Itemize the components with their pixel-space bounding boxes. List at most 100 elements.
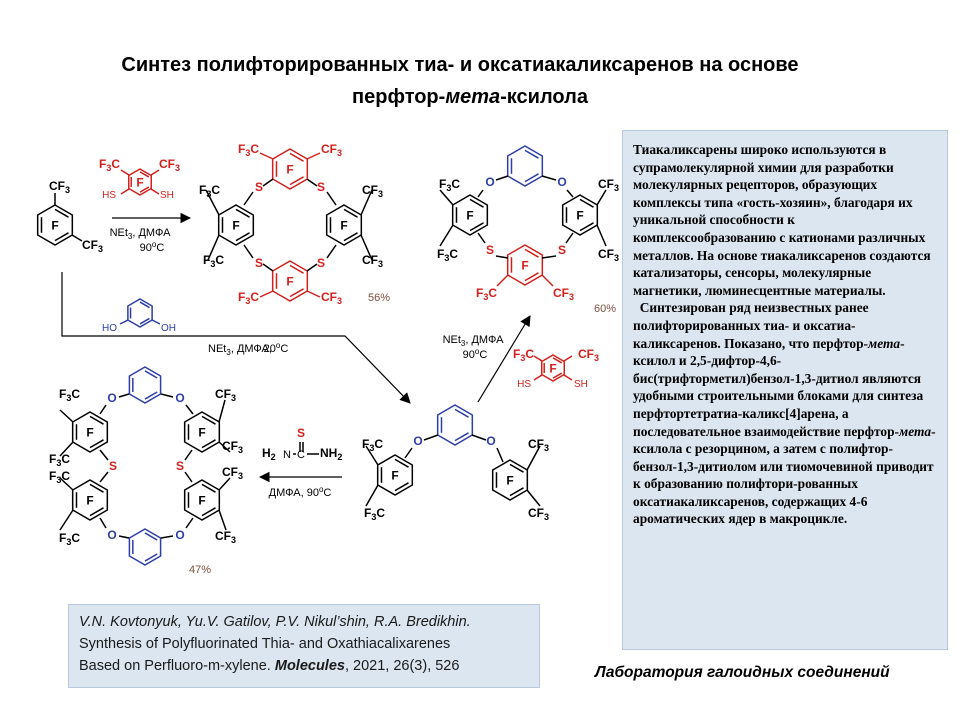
bond <box>541 175 557 181</box>
yield-47: 47% <box>189 564 211 576</box>
bond <box>541 255 557 259</box>
bond <box>259 290 274 298</box>
bond <box>306 152 321 160</box>
aromatic-double-bond <box>235 232 250 242</box>
title-line-1: Синтез полифторированных тиа- и оксатиак… <box>121 54 799 76</box>
ring-fluorine-label: F <box>521 259 528 273</box>
title-suffix: -ксилола <box>500 86 588 108</box>
sulfur-atom: S <box>317 256 325 270</box>
reference-source-a: Based on Perfluoro-m-xylene. <box>79 658 271 674</box>
ring-fluorine-label: F <box>86 494 93 508</box>
title-italic: мета <box>445 86 501 108</box>
aromatic-double-bond <box>139 171 150 178</box>
cf3-group: CF3 <box>222 465 243 481</box>
bond <box>563 355 573 362</box>
aromatic-double-bond <box>201 483 216 493</box>
benzene-ring <box>128 528 162 566</box>
aromatic-double-bond <box>394 458 409 468</box>
title-line-2: перфтор-мета-ксилола <box>170 82 770 112</box>
ring-fluorine-label: F <box>466 209 473 223</box>
f3c-group: F3C <box>439 177 460 193</box>
bond <box>120 188 130 195</box>
desc-part-c: -ксилола с резорцином, а затем с полифто… <box>633 423 936 527</box>
bond <box>533 355 543 362</box>
aromatic-double-bond <box>343 208 358 218</box>
bond <box>71 234 83 242</box>
cf3-group: CF3 <box>321 290 342 306</box>
ring-fluorine-label: F <box>86 426 93 440</box>
cf3-group: CF3 <box>528 506 549 522</box>
ring-fluorine-label: F <box>549 362 556 376</box>
cf3-group: CF3 <box>49 179 70 195</box>
aromatic-double-bond <box>509 463 524 473</box>
bond <box>185 517 194 529</box>
bond <box>59 477 74 491</box>
bond <box>184 471 193 483</box>
aromatic-double-bond <box>469 222 484 232</box>
ring-fluorine-label: F <box>198 494 205 508</box>
aromatic-double-bond <box>144 553 158 562</box>
bond <box>306 178 318 187</box>
ring-fluorine-label: F <box>506 474 513 488</box>
cf3-group: CF3 <box>553 286 574 302</box>
hs-group: HS <box>517 379 531 390</box>
description-box: Тиакаликсарены широко используются в суп… <box>622 130 948 650</box>
nh2-group: H2 <box>262 446 276 462</box>
reference-title: Synthesis of Polyfluorinated Thia- and O… <box>79 636 451 652</box>
bond <box>404 447 413 459</box>
f3c-group: F3C <box>199 183 220 199</box>
aromatic-double-bond <box>139 317 150 325</box>
f3c-group: F3C <box>59 531 80 547</box>
aromatic-double-bond <box>454 432 469 442</box>
oxygen-atom: O <box>485 175 494 189</box>
ho-group: HO <box>102 323 117 334</box>
aromatic-double-bond <box>139 301 150 309</box>
desc-italic-2: мета <box>899 423 932 439</box>
f3c-group: F3C <box>59 387 80 403</box>
oxygen-atom: O <box>557 175 566 189</box>
desc-part-a: Синтезирован ряд неизвестных ранее полиф… <box>633 300 869 351</box>
aromatic-double-bond <box>524 248 539 258</box>
title-prefix: перфтор- <box>352 86 446 108</box>
aromatic-double-bond <box>394 482 409 492</box>
ring-fluorine-label: F <box>51 219 58 233</box>
oxygen-atom: O <box>486 434 495 448</box>
f3c-group: F3C <box>49 469 70 485</box>
laboratory-name: Лаборатория галоидных соединений <box>595 664 890 681</box>
bond <box>306 263 318 272</box>
bond <box>118 393 130 398</box>
benzene-ring <box>506 145 544 187</box>
cf3-group: CF3 <box>82 238 103 254</box>
bond <box>218 509 227 531</box>
bond <box>160 393 174 398</box>
aromatic-double-bond <box>524 272 539 282</box>
amine-n: N <box>283 449 291 461</box>
benzene-ring <box>128 366 162 404</box>
ring-fluorine-label: F <box>576 209 583 223</box>
reference-journal: Molecules <box>274 658 345 674</box>
bond <box>243 191 254 206</box>
cf3-group: CF3 <box>598 247 619 263</box>
bond <box>218 441 231 453</box>
oxygen-atom: O <box>175 528 184 542</box>
bond <box>160 535 174 539</box>
aromatic-double-bond <box>552 372 563 379</box>
aromatic-double-bond <box>54 232 69 242</box>
bond <box>119 319 129 325</box>
conditions-step2: NEt3, ДМФА, <box>208 343 272 357</box>
aromatic-double-bond <box>54 208 69 218</box>
aromatic-double-bond <box>235 208 250 218</box>
ring-fluorine-label: F <box>232 219 239 233</box>
cf3-group: CF3 <box>598 177 619 193</box>
bond <box>150 188 160 195</box>
bond <box>326 191 337 206</box>
bond <box>496 274 509 287</box>
bond <box>360 189 373 216</box>
conditions-step1: NEt3, ДМФА <box>110 227 172 241</box>
bond <box>99 517 107 529</box>
bond <box>533 374 543 381</box>
aromatic-double-bond <box>579 198 594 208</box>
reference-box: V.N. Kovtonyuk, Yu.V. Gatilov, P.V. Niku… <box>68 604 540 688</box>
ring-fluorine-label: F <box>340 219 347 233</box>
desc-italic-1: мета <box>868 335 901 351</box>
